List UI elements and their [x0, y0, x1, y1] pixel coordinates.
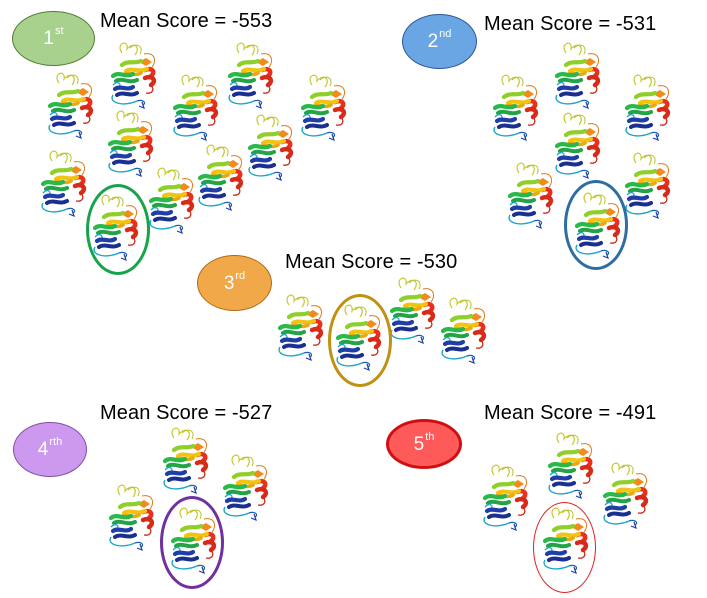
protein-ribbon-icon — [160, 425, 210, 497]
rank-3-suffix: rd — [235, 269, 246, 282]
protein-ribbon-icon — [170, 72, 220, 144]
rank-5-suffix: th — [425, 430, 435, 443]
protein-ribbon-icon — [45, 70, 95, 142]
protein-ribbon-icon — [220, 452, 270, 524]
protein-ribbon-icon — [552, 110, 602, 182]
protein-ribbon-icon — [146, 165, 196, 237]
protein-ribbon-icon — [38, 148, 88, 220]
rank-4-mean-score: Mean Score = -527 — [100, 402, 273, 424]
rank-5-number: 5 — [413, 433, 425, 455]
protein-ribbon-icon — [600, 460, 650, 532]
rank-2-number: 2 — [427, 31, 439, 52]
rank-1-number: 1 — [43, 28, 54, 49]
protein-ribbon-icon — [438, 295, 488, 367]
rank-4-suffix: rth — [49, 436, 63, 448]
protein-ribbon-icon — [545, 430, 595, 502]
protein-ribbon-icon — [480, 462, 530, 534]
rank-3-number: 3 — [223, 272, 235, 294]
rank-4-number: 4 — [37, 439, 49, 460]
protein-ribbon-icon — [106, 482, 156, 554]
protein-ribbon-icon — [298, 72, 348, 144]
protein-ribbon-icon — [245, 112, 295, 184]
protein-ribbon-icon — [387, 275, 437, 347]
protein-ribbon-icon — [552, 40, 602, 112]
protein-ribbon-icon — [108, 40, 158, 112]
rank-3-mean-score: Mean Score = -530 — [285, 251, 458, 273]
protein-ribbon-icon — [275, 292, 325, 364]
rank-2-selected-ring — [564, 180, 628, 270]
rank-1-suffix: st — [55, 25, 64, 37]
protein-ribbon-icon — [622, 72, 672, 144]
protein-ribbon-icon — [225, 40, 275, 112]
rank-5-selected-ring — [533, 502, 596, 593]
rank-2-mean-score: Mean Score = -531 — [484, 13, 657, 35]
protein-ribbon-icon — [505, 160, 555, 232]
rank-1-selected-ring — [86, 184, 150, 275]
rank-1-mean-score: Mean Score = -553 — [100, 10, 273, 32]
rank-2-suffix: nd — [439, 28, 452, 40]
protein-ribbon-icon — [195, 142, 245, 214]
rank-5-mean-score: Mean Score = -491 — [484, 402, 657, 424]
rank-4-selected-ring — [160, 496, 224, 589]
protein-ribbon-icon — [622, 150, 672, 222]
rank-3-selected-ring — [328, 294, 392, 387]
protein-ribbon-icon — [490, 72, 540, 144]
